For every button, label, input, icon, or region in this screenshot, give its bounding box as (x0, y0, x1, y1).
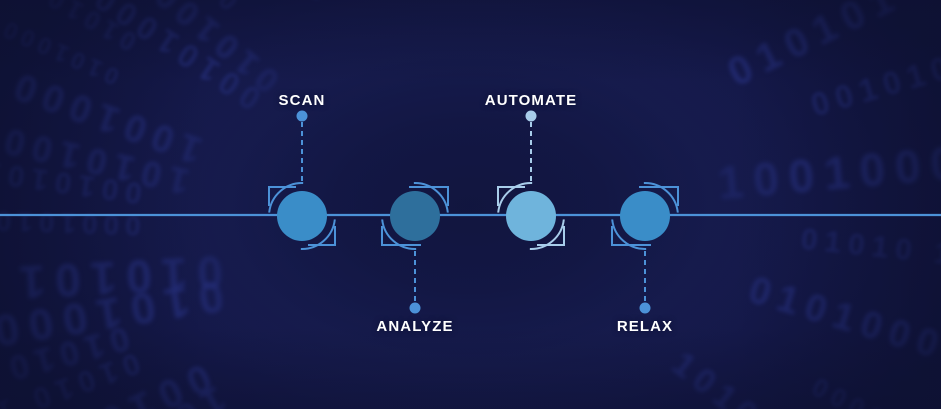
node-ring-elbow-top (409, 186, 449, 206)
node-ring-elbow-top (268, 186, 296, 206)
process-node-analyze[interactable] (381, 182, 449, 314)
process-node-scan[interactable] (268, 110, 336, 250)
node-ring-arc (300, 219, 336, 250)
node-ring-elbow-top (497, 186, 525, 206)
node-ring-arc (529, 219, 565, 250)
node-ring-arc (268, 182, 304, 213)
node-disc[interactable] (390, 191, 440, 241)
node-label-analyze: ANALYZE (376, 318, 454, 335)
node-label-relax: RELAX (616, 318, 674, 335)
process-node-relax[interactable] (611, 182, 679, 314)
node-ring-elbow-top (639, 186, 679, 206)
node-stem-dot (409, 302, 421, 314)
node-ring-elbow-bottom (308, 226, 336, 246)
process-node-automate[interactable] (497, 110, 565, 250)
node-ring-elbow-bottom (611, 226, 651, 246)
node-ring-elbow-bottom (381, 226, 421, 246)
node-disc[interactable] (620, 191, 670, 241)
node-disc[interactable] (277, 191, 327, 241)
node-ring-arc (381, 219, 417, 250)
node-label-scan: SCAN (278, 92, 326, 109)
node-stem-dot (525, 110, 537, 122)
node-ring-arc (413, 182, 449, 213)
node-ring-arc (497, 182, 533, 213)
node-stem-dot (296, 110, 308, 122)
node-ring-arc (643, 182, 679, 213)
node-ring-arc (611, 219, 647, 250)
node-ring-elbow-bottom (537, 226, 565, 246)
node-stem-dot (639, 302, 651, 314)
node-label-automate: AUTOMATE (484, 92, 578, 109)
node-disc[interactable] (506, 191, 556, 241)
